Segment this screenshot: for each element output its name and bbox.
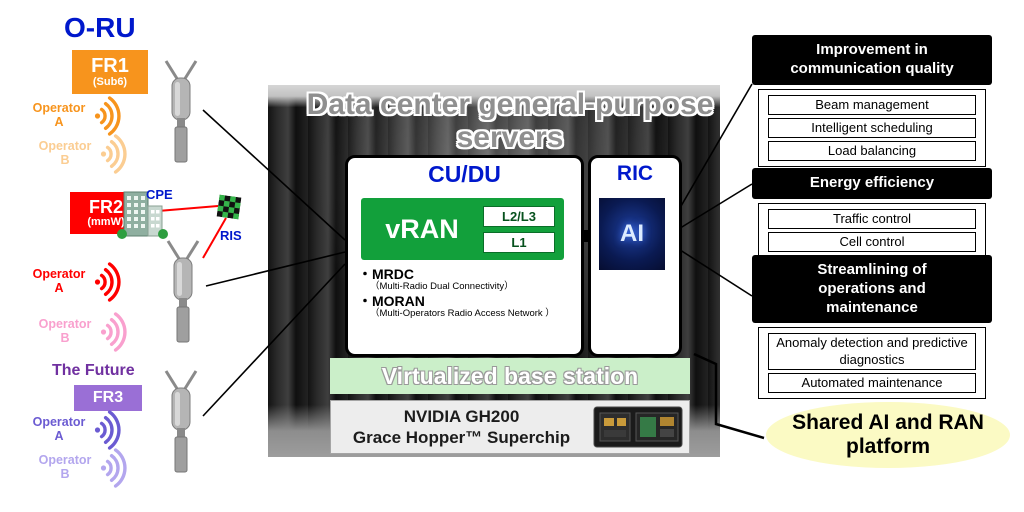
operator-label: Operator B bbox=[38, 453, 92, 481]
wifi-signal-icon bbox=[94, 96, 121, 136]
ric-title: RIC bbox=[616, 162, 654, 185]
ric-box: RIC AI bbox=[588, 155, 682, 357]
panel-body: Anomaly detection and predictive diagnos… bbox=[758, 327, 986, 399]
fr2-sub-label: (mmW) bbox=[87, 215, 125, 228]
layer-l2l3: L2/L3 bbox=[483, 205, 555, 227]
cudu-box: CU/DU vRAN L2/L3 L1 ・MRDC （Multi-Radio D… bbox=[345, 155, 584, 357]
layer-l1: L1 bbox=[483, 231, 555, 253]
ai-label: AI bbox=[620, 220, 644, 247]
panel-header: Streamlining of operations and maintenan… bbox=[752, 255, 992, 324]
fr3-band-label: FR3 bbox=[92, 388, 124, 406]
fr1-sub-label: (Sub6) bbox=[92, 75, 128, 88]
panel-item: Intelligent scheduling bbox=[768, 117, 976, 138]
mrdc-desc: （Multi-Radio Dual Connectivity） bbox=[370, 281, 514, 293]
nvidia-line1: NVIDIA GH200 bbox=[403, 406, 520, 426]
nvidia-label: NVIDIA GH200 Grace Hopper™ Superchip bbox=[331, 406, 592, 449]
operator-b-fr1: Operator B bbox=[34, 134, 139, 174]
operator-b-fr2: Operator B bbox=[34, 312, 139, 352]
operator-b-fr3: Operator B bbox=[34, 448, 139, 488]
cpe-label: CPE bbox=[146, 187, 173, 202]
shared-platform-label: Shared AI and RAN platform bbox=[792, 410, 984, 458]
the-future-label: The Future bbox=[52, 362, 135, 379]
operator-label: Operator A bbox=[32, 101, 86, 129]
nvidia-superchip-bar: NVIDIA GH200 Grace Hopper™ Superchip bbox=[330, 400, 690, 454]
virtualized-base-station-label: Virtualized base station bbox=[381, 362, 639, 389]
benefit-panel-communication-quality: Improvement in communication quality Bea… bbox=[752, 35, 992, 168]
panel-item: Anomaly detection and predictive diagnos… bbox=[768, 333, 976, 370]
moran-label: ・MORAN bbox=[358, 293, 425, 310]
radio-unit-antenna-icon bbox=[164, 370, 198, 473]
wifi-signal-icon bbox=[94, 262, 121, 302]
shared-platform-ellipse: Shared AI and RAN platform bbox=[766, 402, 1010, 468]
panel-item: Automated maintenance bbox=[768, 372, 976, 393]
vran-label: vRAN bbox=[385, 213, 459, 244]
ris-panel-icon bbox=[216, 194, 242, 220]
oru-title: O-RU bbox=[64, 12, 136, 43]
radio-unit-antenna-icon bbox=[164, 60, 198, 163]
operator-a-fr1: Operator A bbox=[28, 96, 133, 136]
mrdc-label: ・MRDC bbox=[358, 266, 414, 282]
operator-a-fr3: Operator A bbox=[28, 410, 133, 450]
ai-image: AI bbox=[599, 198, 665, 270]
ris-label: RIS bbox=[220, 228, 242, 243]
panel-header: Energy efficiency bbox=[752, 168, 992, 199]
virtualized-base-station-bar: Virtualized base station bbox=[330, 358, 690, 394]
wifi-signal-icon bbox=[94, 410, 121, 450]
cudu-bullets: ・MRDC （Multi-Radio Dual Connectivity） ・M… bbox=[358, 266, 555, 320]
datacenter-title: Data center general-purpose servers bbox=[306, 88, 714, 154]
panel-item: Beam management bbox=[768, 94, 976, 115]
panel-body: Traffic control Cell control bbox=[758, 202, 986, 259]
wifi-signal-icon bbox=[100, 134, 127, 174]
operator-label: Operator B bbox=[38, 139, 92, 167]
benefit-panel-energy-efficiency: Energy efficiency Traffic control Cell c… bbox=[752, 168, 992, 259]
layer-stack: L2/L3 L1 bbox=[483, 205, 555, 253]
panel-item: Cell control bbox=[768, 232, 976, 253]
fr1-band-label: FR1 bbox=[91, 54, 129, 77]
panel-item: Traffic control bbox=[768, 208, 976, 229]
radio-unit-antenna-icon bbox=[166, 240, 200, 343]
vran-box: vRAN L2/L3 L1 bbox=[361, 198, 564, 260]
panel-item: Load balancing bbox=[768, 141, 976, 162]
nvidia-line2: Grace Hopper™ Superchip bbox=[352, 428, 571, 447]
benefit-panel-operations-maintenance: Streamlining of operations and maintenan… bbox=[752, 255, 992, 399]
fr1-box: FR1 (Sub6) bbox=[72, 50, 148, 94]
cpe-building-icon bbox=[117, 191, 168, 239]
moran-desc: （Multi-Operators Radio Access Network ） bbox=[370, 308, 555, 320]
operator-label: Operator A bbox=[32, 267, 86, 295]
operator-label: Operator A bbox=[32, 415, 86, 443]
cudu-title: CU/DU bbox=[428, 161, 501, 187]
fr3-box: FR3 bbox=[74, 385, 142, 411]
operator-label: Operator B bbox=[38, 317, 92, 345]
wifi-signal-icon bbox=[100, 312, 127, 352]
panel-body: Beam management Intelligent scheduling L… bbox=[758, 88, 986, 168]
gh200-chip-icon bbox=[593, 406, 683, 448]
operator-a-fr2: Operator A bbox=[28, 262, 133, 302]
fr2-band-label: FR2 bbox=[88, 196, 123, 217]
panel-header: Improvement in communication quality bbox=[752, 35, 992, 85]
wifi-signal-icon bbox=[100, 448, 127, 488]
